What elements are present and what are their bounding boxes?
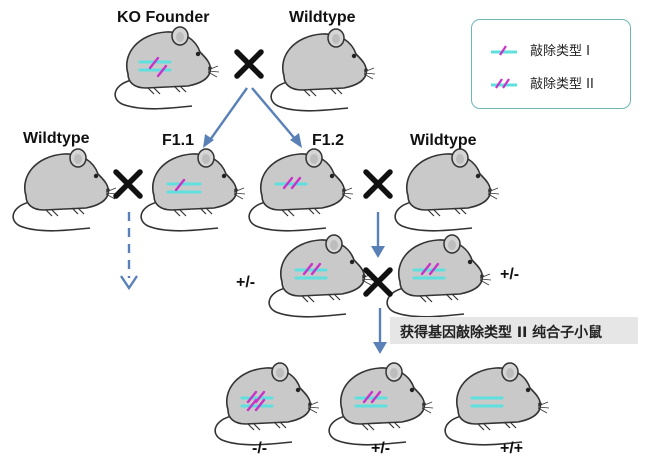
- label-f1-2: F1.2: [312, 132, 345, 149]
- label-f3-ko: -/-: [252, 440, 268, 457]
- label-f3-wt: +/+: [500, 440, 524, 457]
- genotype-marks: [138, 56, 504, 412]
- mouse-f3-ko: [214, 362, 320, 446]
- legend-item-type-2: 敲除类型 II: [490, 73, 594, 92]
- result-banner: 获得基因敲除类型 II 纯合子小鼠: [390, 317, 638, 344]
- label-f3-het: +/-: [371, 440, 391, 457]
- result-banner-text: 获得基因敲除类型 II 纯合子小鼠: [400, 325, 603, 341]
- legend-swatch-type-1-icon: [491, 44, 517, 56]
- label-f2-right-genotype: +/-: [500, 266, 520, 283]
- label-f2-left-genotype: +/-: [236, 274, 256, 291]
- cross-symbol-f2: [363, 267, 393, 297]
- mouse-f1-2: [248, 148, 354, 232]
- cross-symbol-top: [234, 49, 264, 79]
- mouse-f1-1: [140, 148, 246, 232]
- label-wildtype-left: Wildtype: [23, 130, 90, 147]
- cross-symbol-right: [363, 169, 393, 199]
- legend: 敲除类型 I 敲除类型 II: [471, 19, 631, 109]
- mouse-wildtype-right: [394, 148, 500, 232]
- cross-symbol-left: [113, 169, 143, 199]
- label-wildtype-top: Wildtype: [289, 9, 356, 26]
- arrow-to-f1-2: [251, 87, 297, 141]
- legend-label-type-2: 敲除类型 II: [530, 77, 594, 92]
- mouse-f3-wt: [444, 362, 550, 446]
- legend-label-type-1: 敲除类型 I: [530, 44, 590, 59]
- legend-item-type-1: 敲除类型 I: [490, 40, 590, 59]
- label-ko-founder: KO Founder: [117, 9, 210, 26]
- mouse-f3-het: [328, 362, 434, 446]
- mouse-f2-right: [386, 234, 492, 318]
- mouse-f2-left: [268, 234, 374, 318]
- arrow-to-f1-1: [209, 87, 248, 141]
- mouse-wildtype-top: [270, 28, 376, 112]
- mouse-wildtype-left: [12, 148, 118, 232]
- legend-swatch-type-2-icon: [491, 77, 517, 89]
- mouse-ko-founder: [114, 26, 220, 110]
- label-f1-1: F1.1: [162, 132, 195, 149]
- label-wildtype-right: Wildtype: [410, 132, 477, 149]
